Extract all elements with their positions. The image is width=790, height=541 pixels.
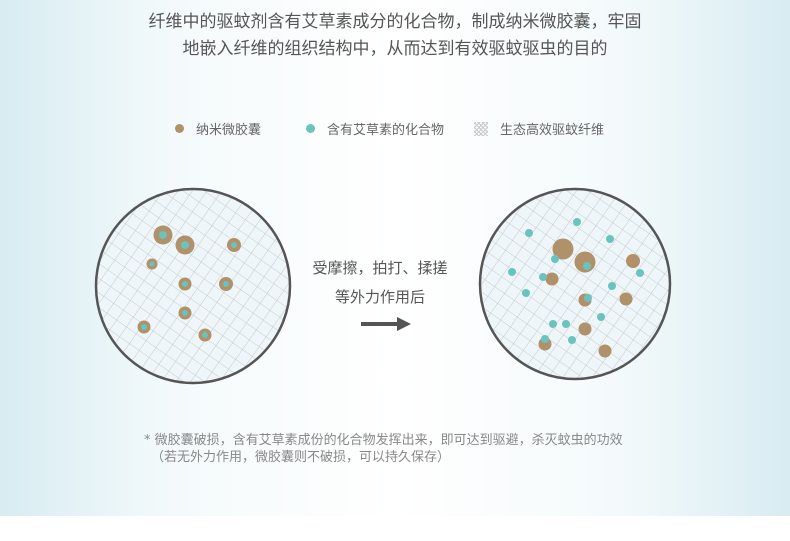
broken-capsules-right: [538, 238, 640, 358]
compound: [573, 218, 581, 226]
capsule: [619, 292, 633, 306]
compound: [583, 262, 591, 270]
footnote-line-1: * 微胶囊破损，含有艾草素成份的化合物发挥出来，即可达到驱避，杀灭蚊虫的功效: [144, 433, 623, 448]
heading-line-2: 地嵌入纤维的组织结构中，从而达到有效驱蚊驱虫的目的: [182, 39, 608, 59]
fiber-hatch-left: [96, 189, 290, 383]
capsule: [578, 322, 592, 336]
capsule: [552, 238, 574, 260]
capsule: [137, 320, 151, 334]
capsule: [626, 254, 640, 268]
capsule: [545, 272, 559, 286]
compound: [549, 320, 557, 328]
legend-item-fiber: 生态高效驱蚊纤维: [474, 119, 604, 138]
legend-item-compound: 含有艾草素的化合物: [306, 119, 444, 138]
capsule: [219, 277, 233, 291]
compound: [541, 335, 549, 343]
capsule: [178, 277, 192, 291]
legend-item-capsule: 纳米微胶囊: [175, 119, 261, 138]
footnote-line-2: （若无外力作用，微胶囊则不破损，可以持久保存）: [151, 450, 451, 465]
content-panel: 纤维中的驱蚊剂含有艾草素成分的化合物，制成纳米微胶囊，牢固 地嵌入纤维的组织结构…: [0, 0, 790, 516]
compound: [636, 269, 644, 277]
compound: [608, 282, 616, 290]
compound: [551, 255, 559, 263]
legend-label-compound: 含有艾草素的化合物: [327, 123, 445, 138]
capsule: [198, 328, 212, 342]
capsules-left: [137, 225, 241, 342]
capsule: [598, 344, 612, 358]
circle-border-left: [94, 187, 292, 385]
compound: [522, 289, 530, 297]
compound: [508, 268, 516, 276]
process-text-line-2: 等外力作用后: [334, 288, 425, 306]
released-compound-right: [508, 218, 644, 344]
legend-label-capsule: 纳米微胶囊: [196, 123, 262, 138]
compound: [525, 229, 533, 237]
capsule: [227, 238, 241, 252]
released-fiber-diagram: [478, 187, 672, 381]
heading-line-1: 纤维中的驱蚊剂含有艾草素成分的化合物，制成纳米微胶囊，牢固: [148, 12, 642, 32]
compound: [562, 320, 570, 328]
compound: [597, 313, 605, 321]
capsule: [146, 258, 158, 270]
compound: [606, 235, 614, 243]
capsule: [175, 235, 195, 255]
fiber-hatch-icon: [474, 121, 488, 136]
compound: [584, 294, 592, 302]
capsule-dot-icon: [175, 124, 184, 133]
capsule: [178, 306, 192, 320]
process-text-line-1: 受摩擦，拍打、揉搓: [312, 259, 448, 277]
compound-dot-icon: [306, 124, 315, 133]
legend: 纳米微胶囊 含有艾草素的化合物 生态高效驱蚊纤维: [0, 119, 790, 139]
capsule: [153, 225, 173, 245]
circle-border-right: [478, 187, 672, 381]
legend-label-fiber: 生态高效驱蚊纤维: [500, 123, 605, 138]
compound: [568, 336, 576, 344]
compound: [539, 273, 547, 281]
intact-fiber-diagram: [94, 187, 292, 385]
arrow-right-icon: [361, 317, 411, 331]
